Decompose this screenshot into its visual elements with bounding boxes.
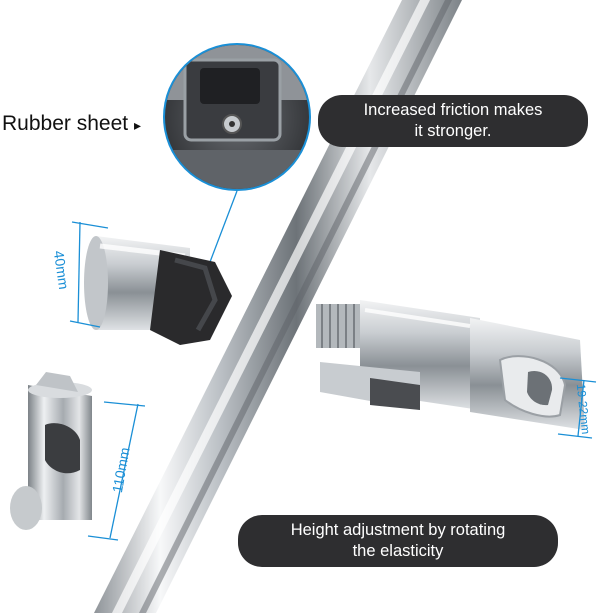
- friction-banner: Increased friction makes it stronger.: [318, 95, 588, 147]
- rubber-sheet-label: Rubber sheet ▸: [2, 112, 141, 136]
- friction-banner-line1: Increased friction makes: [363, 101, 543, 119]
- rubber-sheet-zoom: [163, 43, 311, 263]
- pointer-arrow-icon: ▸: [133, 117, 141, 133]
- height-banner-line1: Height adjustment by rotating: [290, 521, 506, 539]
- clip-40mm: [69, 221, 232, 345]
- height-banner: Height adjustment by rotating the elasti…: [238, 515, 558, 567]
- holder-110mm: [10, 372, 146, 541]
- friction-banner-line2: it stronger.: [414, 122, 492, 140]
- rubber-sheet-text: Rubber sheet: [2, 112, 129, 135]
- slide-rod: [94, 0, 462, 613]
- height-banner-line2: the elasticity: [352, 542, 444, 560]
- assembled-slider: [316, 300, 597, 439]
